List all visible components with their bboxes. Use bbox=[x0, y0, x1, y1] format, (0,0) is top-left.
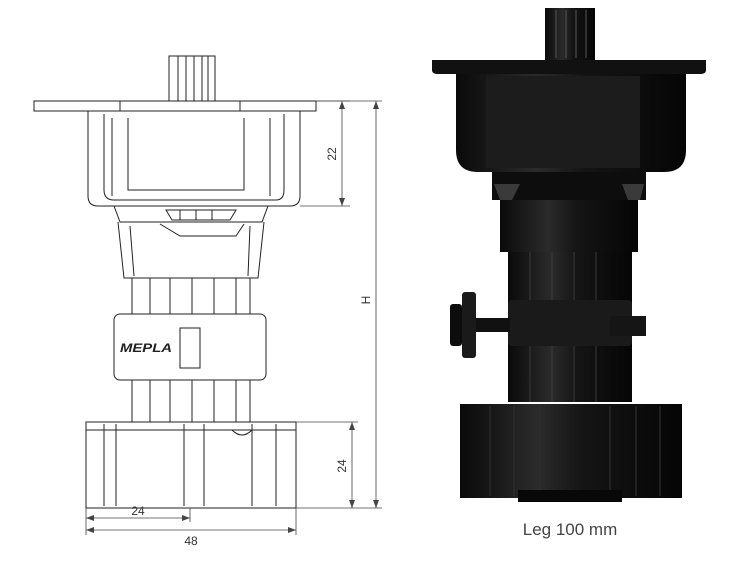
spindle bbox=[168, 55, 216, 102]
dimension-arrows bbox=[86, 101, 379, 533]
product-render bbox=[432, 8, 706, 502]
mid-body bbox=[117, 221, 265, 279]
locking-ring bbox=[113, 313, 267, 381]
dim-label-full-width: 48 bbox=[184, 534, 198, 548]
base-foot bbox=[85, 421, 297, 509]
mepla-logo: MEPLA bbox=[120, 341, 172, 355]
figure-caption: Leg 100 mm bbox=[522, 520, 618, 539]
dim-label-total-height: H bbox=[359, 296, 373, 305]
dim-label-top-height: 22 bbox=[325, 147, 339, 161]
collar bbox=[113, 205, 269, 223]
line-drawing bbox=[33, 55, 382, 535]
dim-label-base-height: 24 bbox=[335, 459, 349, 473]
upper-housing bbox=[87, 111, 301, 207]
top-plate bbox=[33, 100, 317, 112]
dim-label-half-width: 24 bbox=[131, 504, 145, 518]
dimension-lines bbox=[85, 100, 382, 535]
